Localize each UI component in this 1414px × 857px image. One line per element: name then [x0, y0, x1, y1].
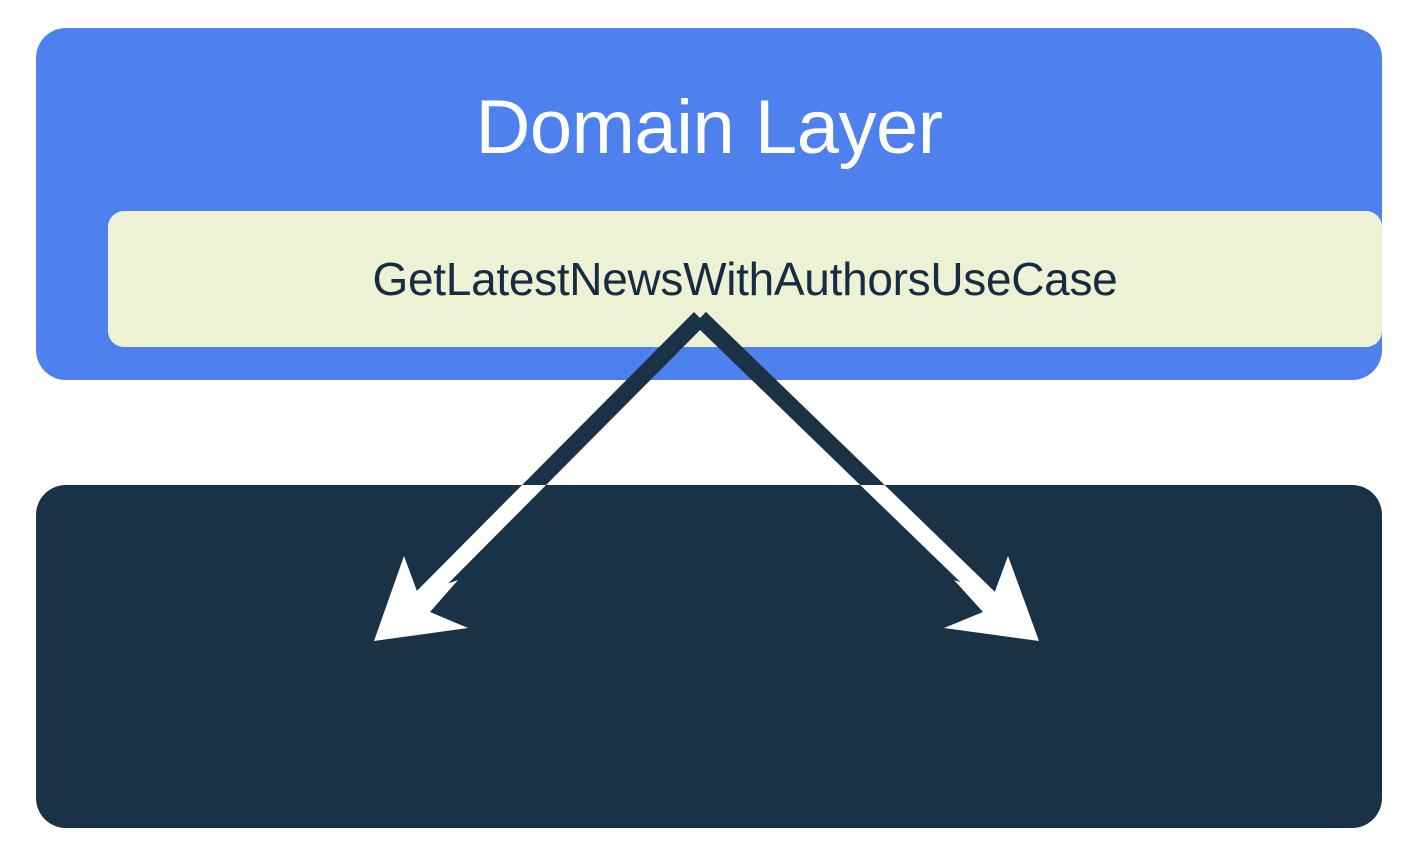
usecase-card-get-latest-news-with-authors[interactable]: GetLatestNewsWithAuthorsUseCase: [108, 211, 1382, 347]
domain-layer-container: Domain Layer GetLatestNewsWithAuthorsUse…: [36, 28, 1382, 380]
usecase-card-label: GetLatestNewsWithAuthorsUseCase: [372, 253, 1118, 305]
data-layer-container: Data Layer NewsRepository AuthorsReposit…: [36, 485, 1382, 828]
domain-layer-title: Domain Layer: [475, 85, 943, 170]
